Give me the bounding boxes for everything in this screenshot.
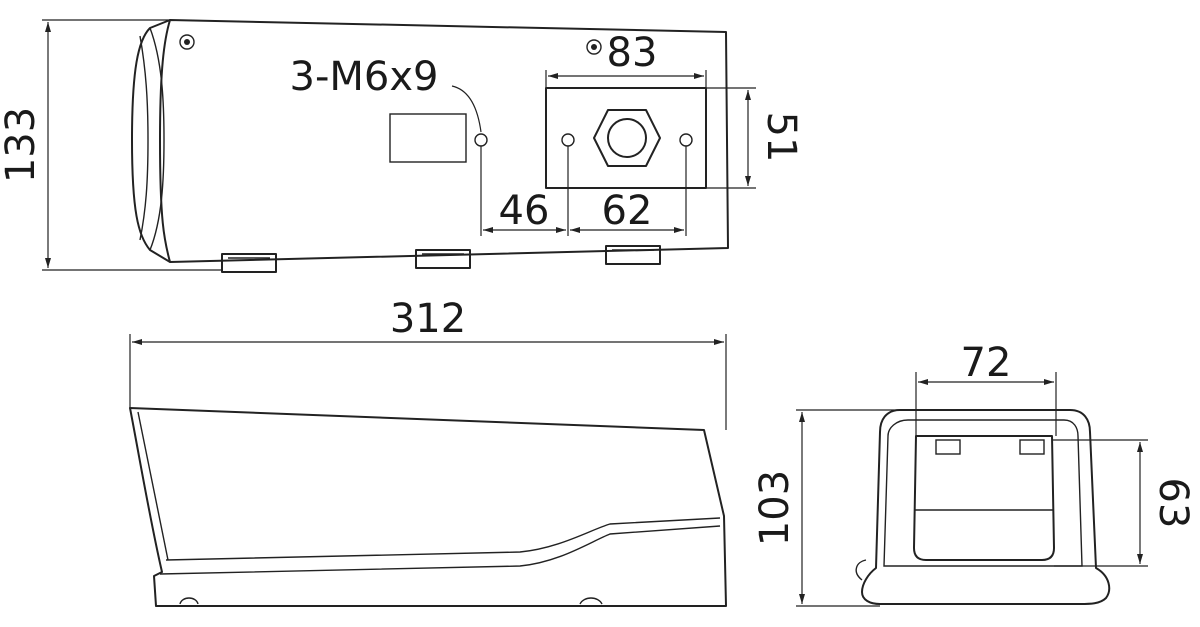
screw-spec-label: 3-M6x9	[290, 54, 439, 100]
dim-front-inner-height: 63	[1150, 478, 1196, 529]
front-view: 72 103 63	[752, 340, 1196, 607]
clip-1	[221, 253, 277, 273]
dim-plate-height: 51	[758, 112, 804, 163]
dim-overall-height-top: 133	[0, 107, 44, 183]
plate-screw-head-icon	[586, 39, 602, 55]
dim-front-inner-width: 72	[961, 340, 1012, 386]
side-view-body	[129, 407, 727, 607]
screw-head-icon	[179, 34, 195, 50]
mounting-plate	[545, 87, 707, 189]
hex-nut-icon	[593, 109, 661, 167]
front-view-window	[913, 435, 1055, 561]
top-view-rear-cap	[131, 19, 171, 263]
front-clip-left	[935, 439, 961, 455]
plate-hole-left	[561, 133, 575, 147]
label-plate	[389, 113, 467, 163]
dim-hole-spacing-left: 46	[499, 188, 550, 234]
side-view: 312	[129, 296, 727, 607]
clip-2	[415, 249, 471, 269]
top-view-body	[159, 19, 729, 263]
dim-hole-spacing-right: 62	[602, 188, 653, 234]
dim-overall-length: 312	[390, 296, 466, 342]
clip-3	[605, 245, 661, 265]
plate-hole-right	[679, 133, 693, 147]
front-view-outer	[861, 409, 1111, 605]
top-view: 133 83 51 3-M6x9 46 62	[0, 19, 804, 273]
dim-plate-width: 83	[607, 30, 658, 76]
front-clip-right	[1019, 439, 1045, 455]
dim-front-height: 103	[752, 470, 798, 546]
mounting-hole	[474, 133, 488, 147]
